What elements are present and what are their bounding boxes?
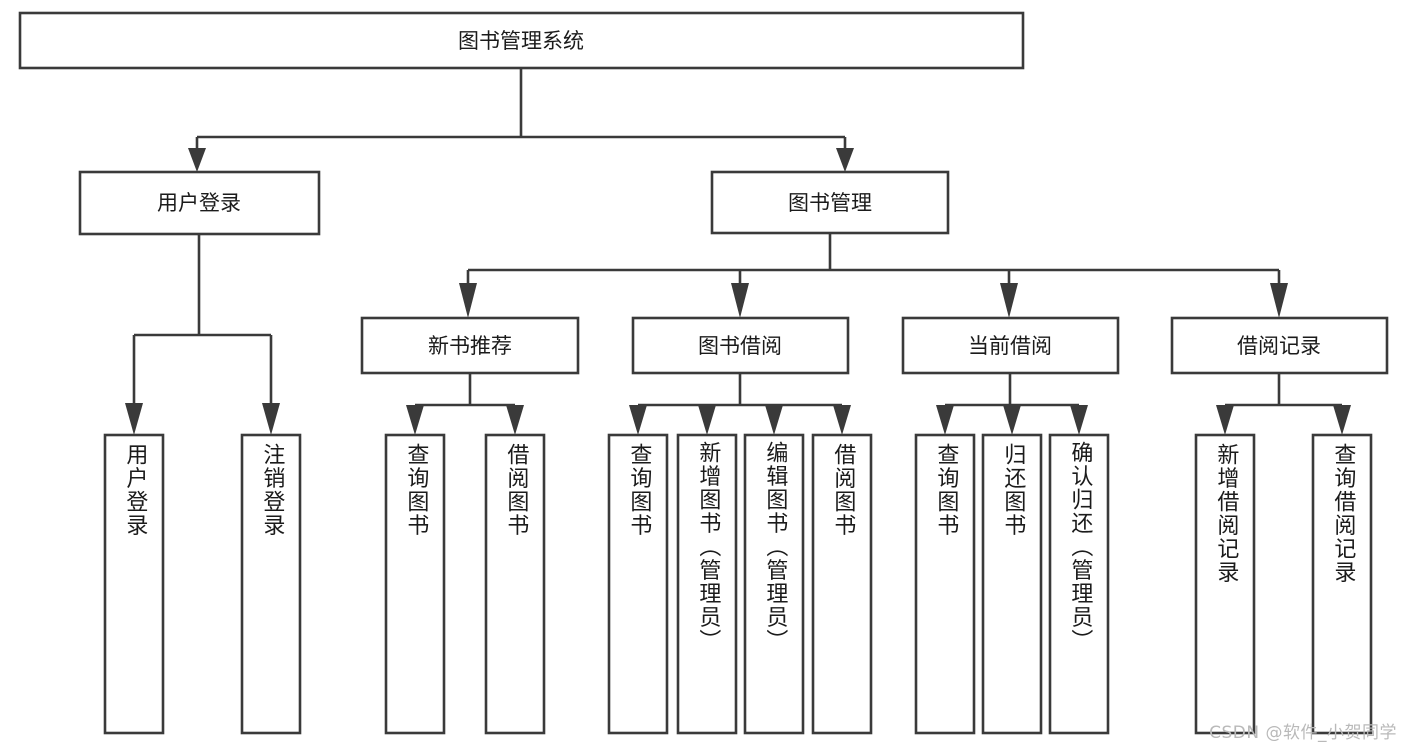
node-user-login[interactable]: 用户登录 xyxy=(78,170,321,236)
leaf-box[interactable] xyxy=(240,433,302,735)
arrow-head-icon xyxy=(936,405,954,435)
node-book-borrow-label: 图书借阅 xyxy=(698,334,782,358)
connector-newbook-to-leaves xyxy=(406,373,524,435)
leaf-box[interactable] xyxy=(981,433,1043,735)
node-current-borrow-label: 当前借阅 xyxy=(968,334,1052,358)
leaf-box[interactable] xyxy=(811,433,873,735)
arrow-head-icon xyxy=(731,283,749,318)
arrow-head-icon xyxy=(406,405,424,435)
leaf-box[interactable] xyxy=(607,433,669,735)
connector-currentborrow-to-leaves xyxy=(936,373,1088,435)
arrow-head-icon xyxy=(125,403,143,435)
leaf-box[interactable] xyxy=(676,433,738,735)
node-borrow-record-label: 借阅记录 xyxy=(1237,334,1321,358)
arrow-head-icon xyxy=(188,148,206,172)
node-borrow-record[interactable]: 借阅记录 xyxy=(1170,316,1389,375)
leaf-box[interactable] xyxy=(103,433,165,735)
arrow-head-icon xyxy=(1070,405,1088,435)
connector-userlogin-to-leaves xyxy=(125,234,280,435)
node-user-login-label: 用户登录 xyxy=(157,191,241,215)
node-new-book-recommend[interactable]: 新书推荐 xyxy=(360,316,580,375)
leaf-box[interactable] xyxy=(914,433,976,735)
connector-bookborrow-to-leaves xyxy=(629,373,851,435)
connector-bookmgmt-to-level3 xyxy=(459,233,1288,318)
arrow-head-icon xyxy=(1216,405,1234,435)
connector-borrowrecord-to-leaves xyxy=(1216,373,1351,435)
arrow-head-icon xyxy=(629,405,647,435)
node-new-book-recommend-label: 新书推荐 xyxy=(428,334,512,358)
connector-root-to-level2 xyxy=(188,68,854,172)
leaf-box[interactable] xyxy=(743,433,805,735)
node-book-borrow[interactable]: 图书借阅 xyxy=(631,316,850,375)
watermark-text: CSDN @软件_小贺同学 xyxy=(1209,723,1397,743)
node-root[interactable]: 图书管理系统 xyxy=(18,11,1025,70)
arrow-head-icon xyxy=(836,148,854,172)
node-root-label: 图书管理系统 xyxy=(458,29,584,53)
leaf-box[interactable] xyxy=(1048,433,1110,735)
node-book-management-label: 图书管理 xyxy=(788,191,872,215)
leaf-box[interactable] xyxy=(384,433,446,735)
arrow-head-icon xyxy=(1333,405,1351,435)
arrow-head-icon xyxy=(459,283,477,318)
arrow-head-icon xyxy=(1000,283,1018,318)
leaf-box[interactable] xyxy=(1311,433,1373,735)
arrow-head-icon xyxy=(765,405,783,435)
node-book-management[interactable]: 图书管理 xyxy=(710,170,950,235)
leaf-box[interactable] xyxy=(1194,433,1256,735)
arrow-head-icon xyxy=(833,405,851,435)
node-current-borrow[interactable]: 当前借阅 xyxy=(901,316,1120,375)
arrow-head-icon xyxy=(1270,283,1288,318)
leaf-box[interactable] xyxy=(484,433,546,735)
arrow-head-icon xyxy=(698,405,716,435)
arrow-head-icon xyxy=(506,405,524,435)
arrow-head-icon xyxy=(1003,405,1021,435)
arrow-head-icon xyxy=(262,403,280,435)
